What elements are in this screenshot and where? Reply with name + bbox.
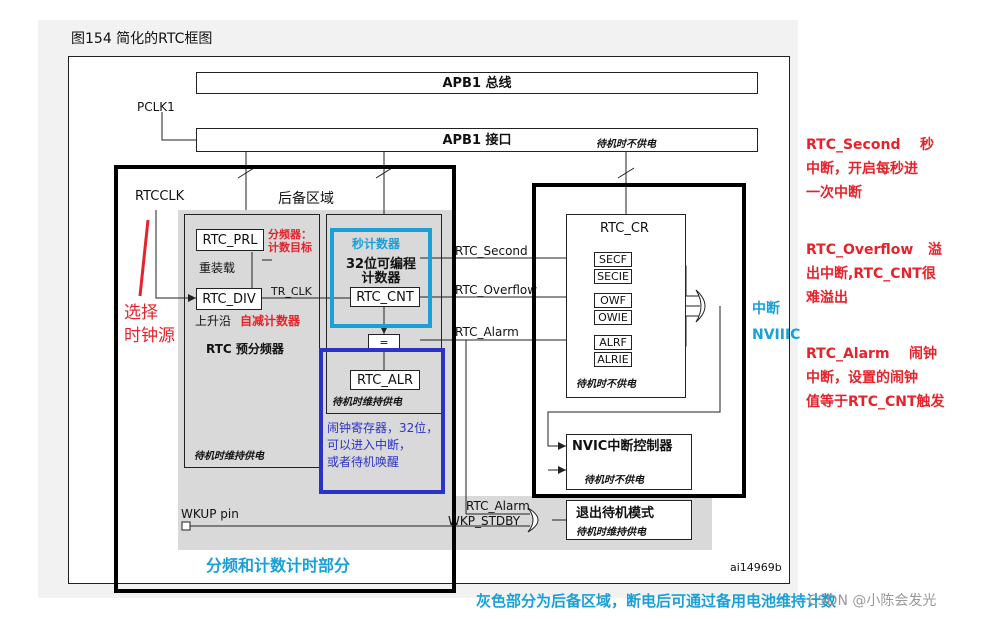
divider-note: 分频器： 计数目标 <box>268 228 312 254</box>
apb1-interface: APB1 接口 <box>196 128 758 152</box>
signal-second: RTC_Second <box>455 244 528 258</box>
nvic-side-note: 中断 NVIIIC <box>752 301 801 343</box>
standby-exit-label: 退出待机模式 <box>576 506 655 521</box>
figure-id: ai14969b <box>730 561 782 574</box>
signal-wkp-stdby: WKP_STDBY <box>448 514 521 528</box>
divider-counter-frame <box>114 165 456 593</box>
bus-no-power: 待机时不供电 <box>596 139 656 150</box>
secf-bit: SECF <box>594 252 632 267</box>
counter-block <box>326 214 442 414</box>
alrf-bit: ALRF <box>594 335 632 350</box>
cr-no-power: 待机时不供电 <box>576 379 636 390</box>
rtc-cr-title: RTC_CR <box>600 221 649 236</box>
alarm-register-note: 闹钟寄存器，32位， 可以进入中断， 或者待机唤醒 <box>327 421 439 469</box>
alarm-interrupt-note: RTC_Alarm 闹钟 中断，设置的闹钟 值等于RTC_CNT触发 <box>806 346 945 410</box>
seconds-counter-note: 秒计数器 <box>352 237 401 251</box>
overflow-interrupt-note: RTC_Overflow 溢 出中断,RTC_CNT很 难溢出 <box>806 242 942 306</box>
figure-title: 图154 简化的RTC框图 <box>71 31 213 47</box>
rtc-cnt: RTC_CNT <box>350 287 420 307</box>
owie-bit: OWIE <box>594 310 632 325</box>
reload-label: 重装载 <box>199 261 236 275</box>
signal-alarm-standby: RTC_Alarm <box>466 499 530 513</box>
rising-edge-label: 上升沿 <box>195 314 232 328</box>
signal-alarm: RTC_Alarm <box>455 325 519 339</box>
wkup-pin-label: WKUP pin <box>181 507 239 521</box>
standby-exit-block <box>566 500 692 540</box>
watermark: CSDN @小陈会发光 <box>808 593 937 609</box>
interrupt-frame <box>532 183 746 498</box>
signal-overflow: RTC_Overflow <box>455 283 538 297</box>
alarm-highlight <box>319 348 445 494</box>
prescaler-name: RTC 预分频器 <box>206 342 284 356</box>
alrie-bit: ALRIE <box>594 352 632 367</box>
rtc-div: RTC_DIV <box>196 288 262 310</box>
secie-bit: SECIE <box>594 269 632 284</box>
prescaler-standby: 待机时维持供电 <box>194 451 264 462</box>
nvic-no-power: 待机时不供电 <box>584 475 644 486</box>
rtcclk-label: RTCCLK <box>135 189 185 204</box>
counter-standby: 待机时维持供电 <box>332 397 402 408</box>
pclk1-label: PCLK1 <box>137 100 175 114</box>
apb1-bus: APB1 总线 <box>196 72 758 94</box>
programmable-counter-label: 32位可编程 计数器 <box>345 257 417 286</box>
counter-highlight <box>330 228 432 328</box>
rtc-prl: RTC_PRL <box>196 229 264 251</box>
clock-source-note: 选择 时钟源 <box>124 303 175 346</box>
prescaler-block <box>184 214 320 468</box>
owf-bit: OWF <box>594 293 632 308</box>
rtc-alr: RTC_ALR <box>350 370 420 390</box>
nvic-label: NVIC中断控制器 <box>572 439 673 454</box>
backup-area-label: 后备区域 <box>278 191 334 207</box>
divider-counter-label: 分频和计数计时部分 <box>206 556 351 575</box>
standby-exit-power: 待机时维持供电 <box>576 527 646 538</box>
second-interrupt-note: RTC_Second 秒 中断，开启每秒进 一次中断 <box>806 137 934 201</box>
backup-footnote: 灰色部分为后备区域，断电后可通过备用电池维持计数 <box>476 592 837 610</box>
self-decrement-note: 自减计数器 <box>240 314 301 328</box>
nvic-block <box>566 434 692 490</box>
tr-clk-label: TR_CLK <box>271 285 312 298</box>
